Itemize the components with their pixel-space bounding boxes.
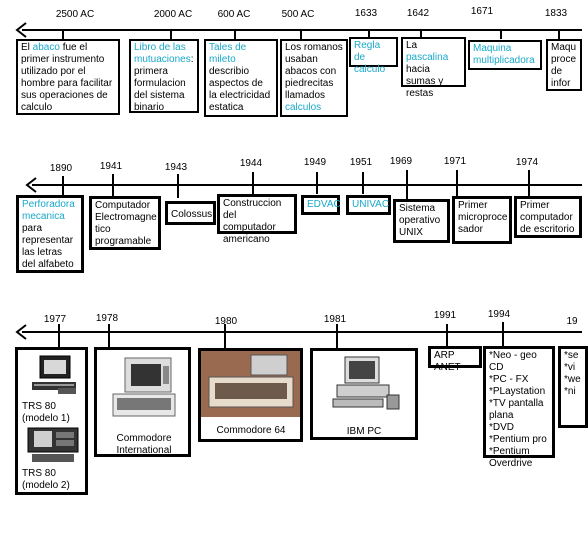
year-label: 1671 [470,6,494,17]
event-box: Libro de las mutuaciones: primera formul… [129,39,199,113]
event-box: Regla de calculo [349,37,398,75]
event-box: Primer computador de escritorio [514,196,582,238]
event-box: Los romanos usaban abacos con piedrecita… [280,39,348,117]
list-item: *Pentium Overdrive [489,446,533,469]
year-label: 2500 AC [55,9,95,20]
year-label: 1969 [389,156,413,167]
computer-image [332,356,400,410]
event-box: Maquina multiplicadora [468,40,542,70]
list-1994-box: *Neo - geo CD *PC - FX *PLaystation *TV … [483,346,555,469]
event-box: UNIVAC [346,195,391,215]
computer-caption: Commodore International [116,433,172,456]
year-label: 1951 [349,157,373,168]
arpanet-box: ARP ANET [428,346,482,373]
event-box: La pascalina hacia sumas y restas [401,37,466,99]
list-item: *PC - FX [489,374,529,385]
commodore64-box: Commodore 64 [198,348,303,442]
year-label: 1943 [164,162,188,173]
event-box: Construccion del computador americano [217,194,297,245]
list-item: *TV pantalla plana [489,398,544,421]
computer-image [201,351,300,417]
event-box: Colossus [165,201,216,225]
year-label: 1971 [443,156,467,167]
computer-image [112,357,176,417]
event-box: Sistema operativo UNIX [393,199,450,243]
event-box: Primer microproce sador [452,196,512,244]
computer-caption: Commodore 64 [216,425,286,436]
year-label: 1994 [487,309,511,320]
year-label: 1981 [323,314,347,325]
event-box: Maqu proce de infor [546,39,582,91]
computer-image [27,427,79,462]
year-label: 1977 [43,314,67,325]
computer-caption: TRS 80 (modelo 1) [22,401,70,424]
ibm-pc-box: IBM PC [310,348,418,440]
year-label: 600 AC [217,9,251,20]
arrow-left-icon [15,22,27,38]
event-box: EDVAC [301,195,341,215]
arrow-left-icon [15,324,27,340]
timeline-axis [22,331,582,333]
arrow-left-icon [25,177,37,193]
computer-caption: IBM PC [346,426,382,437]
year-label: 1890 [49,163,73,174]
year-label: 19 [566,316,578,327]
list-item: *vi [564,362,576,373]
timeline-axis [32,184,582,186]
timeline-axis [22,29,582,31]
year-label: 1978 [95,313,119,324]
year-label: 500 AC [281,9,315,20]
list-item: *DVD [489,422,515,433]
year-label: 1949 [303,157,327,168]
year-label: 1941 [99,161,123,172]
year-label: 1633 [354,8,378,19]
list-right-box: *se *vi *we *ni [558,346,588,428]
commodore-international-box: Commodore International [94,347,191,457]
list-item: *Pentium pro [489,434,547,445]
event-box: Tales de mileto describio aspectos de la… [204,39,278,117]
list-item: *Neo - geo CD [489,350,537,373]
event-box: El abaco fue el primer instrumento utili… [16,39,120,115]
year-label: 1642 [406,8,430,19]
computer-image [32,355,76,394]
year-label: 1974 [515,157,539,168]
list-item: *PLaystation [489,386,546,397]
year-label: 1991 [433,310,457,321]
year-label: 2000 AC [153,9,193,20]
year-label: 1833 [544,8,568,19]
list-item: *we [564,374,581,385]
year-label: 1944 [239,158,263,169]
trs80-box: TRS 80 (modelo 1) TRS 80 (modelo 2) [15,347,88,495]
list-item: *ni [564,386,576,397]
year-label: 1980 [214,316,238,327]
list-item: *se [564,350,579,361]
event-box: Perforadora mecanica para representar la… [16,195,84,273]
event-box: Computador Electromagne tico programable [89,196,161,250]
computer-caption: TRS 80 (modelo 2) [22,468,70,491]
